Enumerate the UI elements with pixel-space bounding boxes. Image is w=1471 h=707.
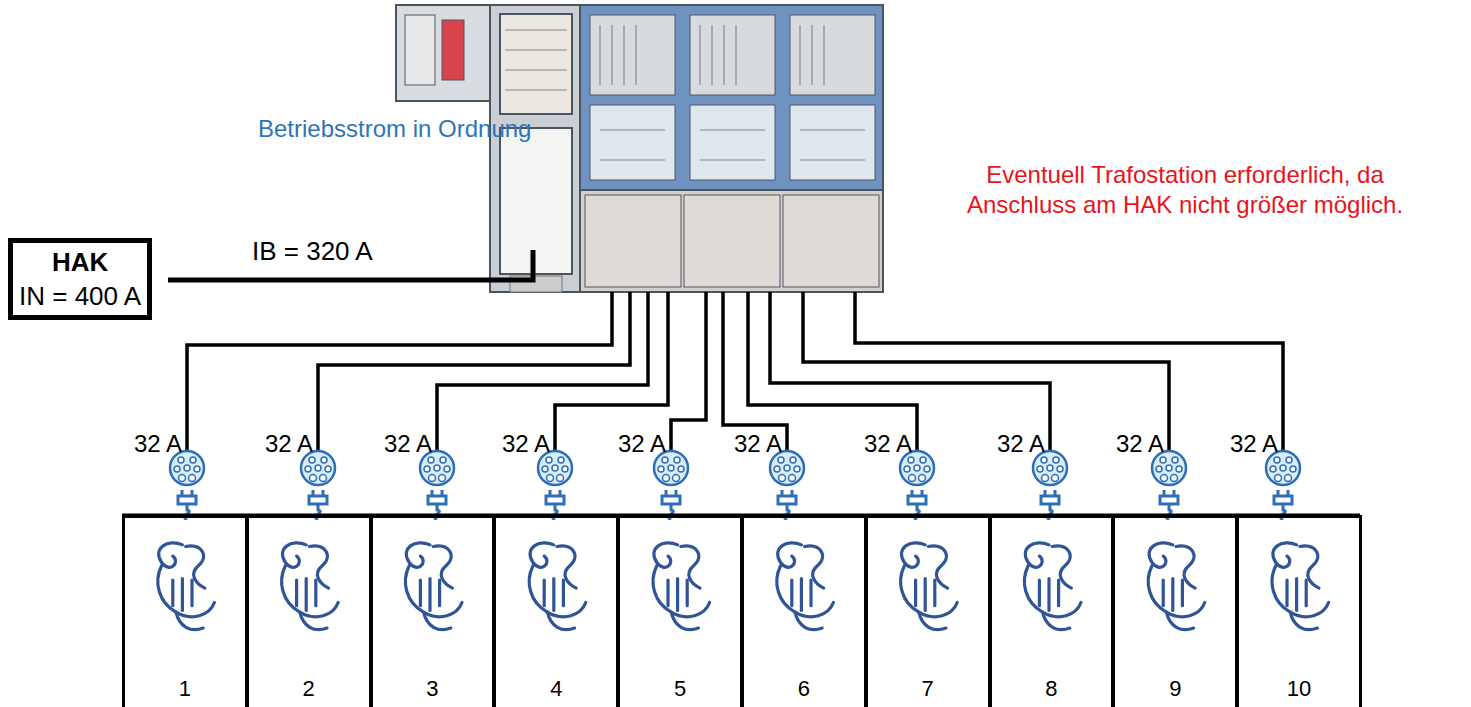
warning-note: Eventuell Trafostation erforderlich, da … — [960, 160, 1410, 220]
car-icon — [1024, 543, 1081, 630]
current-label: 32 A — [997, 430, 1045, 458]
stall-number: 9 — [1115, 676, 1235, 702]
parking-stall: 8 — [989, 515, 1115, 707]
parking-stall: 10 — [1236, 515, 1362, 707]
stall-number: 6 — [744, 676, 864, 702]
car-icon — [282, 543, 339, 630]
parking-stall: 6 — [741, 515, 867, 707]
current-label: 32 A — [265, 430, 313, 458]
car-icon — [529, 543, 586, 630]
current-label: 32 A — [864, 430, 912, 458]
stall-number: 1 — [125, 676, 245, 702]
house-connection-box: HAKIN = 400 A — [8, 238, 152, 320]
stall-number: 8 — [992, 676, 1112, 702]
car-icon — [653, 543, 710, 630]
parking-stall: 5 — [617, 515, 743, 707]
status-note: Betriebsstrom in Ordnung — [258, 114, 531, 144]
current-label: 32 A — [734, 430, 782, 458]
parking-stall: 4 — [493, 515, 619, 707]
stall-number: 7 — [868, 676, 988, 702]
current-label: 32 A — [384, 430, 432, 458]
car-icon — [405, 543, 462, 630]
car-icon — [1272, 543, 1329, 630]
stall-number: 3 — [373, 676, 493, 702]
current-label: 32 A — [1116, 430, 1164, 458]
current-label: 32 A — [1230, 430, 1278, 458]
stall-number: 2 — [249, 676, 369, 702]
parking-stall: 2 — [246, 515, 372, 707]
stall-number: 5 — [620, 676, 740, 702]
parking-stall: 1 — [122, 515, 248, 707]
car-icon — [901, 543, 958, 630]
parking-stall: 9 — [1112, 515, 1238, 707]
stall-number: 4 — [496, 676, 616, 702]
current-label: IB = 320 A — [252, 236, 373, 266]
box-title: HAK — [19, 245, 141, 279]
parking-stall: 7 — [865, 515, 991, 707]
car-icon — [777, 543, 834, 630]
current-label: 32 A — [502, 430, 550, 458]
current-label: 32 A — [134, 430, 182, 458]
current-label: 32 A — [618, 430, 666, 458]
parking-stall: 3 — [370, 515, 496, 707]
car-icon — [1148, 543, 1205, 630]
car-icon — [158, 543, 215, 630]
stall-number: 10 — [1239, 676, 1359, 702]
current-rating: IN = 400 A — [19, 279, 141, 313]
